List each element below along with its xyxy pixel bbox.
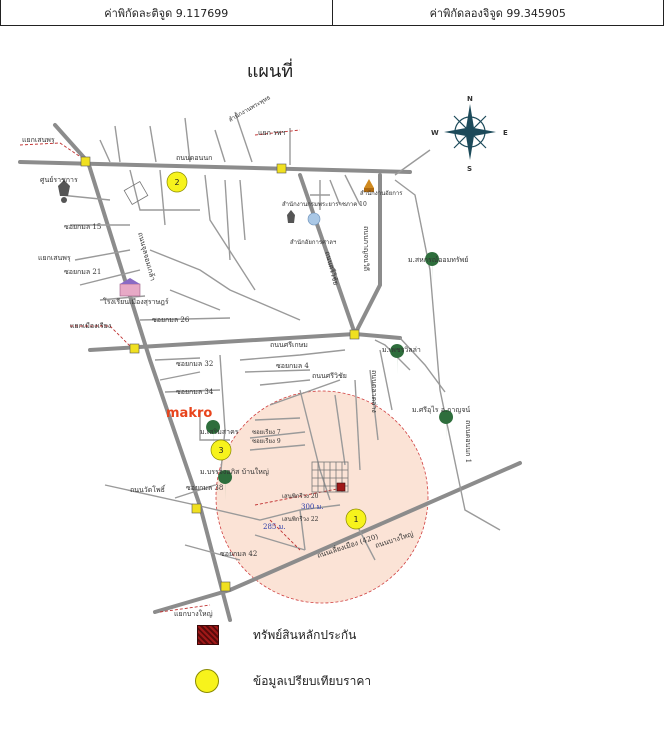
pin-icon bbox=[425, 252, 440, 283]
svg-text:ถนนดอนนก 1: ถนนดอนนก 1 bbox=[464, 420, 472, 463]
collateral-swatch bbox=[197, 625, 219, 645]
svg-text:ม.บรรจงอภิส บ้านใหญ่: ม.บรรจงอภิส บ้านใหญ่ bbox=[200, 467, 269, 476]
pin-icon bbox=[439, 410, 454, 441]
main-roads bbox=[18, 123, 522, 622]
svg-text:ซอยกมล 21: ซอยกมล 21 bbox=[64, 268, 101, 276]
junction-markers bbox=[80, 156, 360, 592]
coordinates-bar: ค่าพิกัดละติจูด 9.117699 ค่าพิกัดลองจิจู… bbox=[0, 0, 664, 26]
pin-icon bbox=[218, 470, 233, 501]
svg-text:ถนนดอนนก: ถนนดอนนก bbox=[176, 154, 212, 162]
legend-collateral: ทรัพย์สินหลักประกัน bbox=[197, 625, 356, 645]
svg-text:ถนนตลาดล่าง: ถนนตลาดล่าง bbox=[370, 370, 378, 413]
svg-text:แยกเมืองเรียง: แยกเมืองเรียง bbox=[70, 322, 111, 330]
latitude-cell: ค่าพิกัดละติจูด 9.117699 bbox=[0, 0, 333, 25]
svg-text:ม.เพชรวิลล่า: ม.เพชรวิลล่า bbox=[382, 346, 421, 354]
svg-text:ถนนจุลจอมเกล้า: ถนนจุลจอมเกล้า bbox=[136, 231, 157, 281]
svg-text:สำนักงานพระพุทธ: สำนักงานพระพุทธ bbox=[228, 94, 273, 124]
svg-text:E: E bbox=[503, 129, 508, 137]
svg-text:ซอยกมล 32: ซอยกมล 32 bbox=[176, 360, 213, 368]
svg-text:แยกเสนพรุ: แยกเสนพรุ bbox=[22, 136, 55, 144]
office-icon bbox=[307, 212, 321, 226]
comparable-marker-1 bbox=[345, 508, 367, 530]
comparable-swatch bbox=[195, 669, 219, 693]
svg-text:ถนนศรีวิชัย: ถนนศรีวิชัย bbox=[323, 250, 340, 286]
distance-lines bbox=[19, 129, 343, 613]
svg-text:ซอยกมล 26: ซอยกมล 26 bbox=[152, 316, 190, 324]
radius-circle bbox=[215, 390, 429, 604]
map-title: แผนที่ bbox=[246, 61, 294, 82]
distance-label-300: 300 ม. bbox=[301, 503, 323, 511]
svg-text:สำนักงานกรมพระยาราชภาค 10: สำนักงานกรมพระยาราชภาค 10 bbox=[282, 201, 367, 208]
svg-text:ซอยกมล 42: ซอยกมล 42 bbox=[220, 550, 257, 558]
temple-icon bbox=[364, 179, 374, 192]
svg-text:2: 2 bbox=[174, 178, 179, 187]
distance-label-285: 285 ม. bbox=[263, 523, 285, 531]
svg-text:ม.เสริมสาคร: ม.เสริมสาคร bbox=[200, 428, 239, 436]
svg-text:สำนักอัยการศาลฯ: สำนักอัยการศาลฯ bbox=[290, 239, 336, 246]
svg-text:ซอยเรียง 7: ซอยเรียง 7 bbox=[252, 428, 281, 436]
svg-text:ซอยกมล 38: ซอยกมล 38 bbox=[186, 484, 223, 492]
pin-icon bbox=[206, 420, 221, 451]
svg-text:1: 1 bbox=[353, 515, 358, 524]
svg-text:เสนพิกรีวง 22: เสนพิกรีวง 22 bbox=[282, 515, 319, 523]
svg-text:ศูนย์ราชการ: ศูนย์ราชการ bbox=[40, 176, 78, 184]
makro-label: makro bbox=[166, 406, 212, 421]
legend-comparable: ข้อมูลเปรียบเทียบราคา bbox=[195, 669, 371, 693]
svg-text:แยก รพฯ: แยก รพฯ bbox=[258, 129, 285, 137]
map-pins bbox=[206, 252, 454, 501]
svg-text:ม.สหกรณ์ออมทรัพย์: ม.สหกรณ์ออมทรัพย์ bbox=[408, 256, 468, 264]
svg-text:ถนนวัดโพธิ์: ถนนวัดโพธิ์ bbox=[130, 484, 166, 494]
svg-text:เสนพิกรีวง 20: เสนพิกรีวง 20 bbox=[282, 492, 319, 500]
svg-text:ม.ศรีอุไร อ.กาญจน์: ม.ศรีอุไร อ.กาญจน์ bbox=[412, 405, 470, 414]
svg-text:ถนนศรีวิชัย: ถนนศรีวิชัย bbox=[312, 372, 347, 380]
svg-text:W: W bbox=[431, 129, 439, 137]
svg-text:ซอยกมล 34: ซอยกมล 34 bbox=[176, 388, 214, 396]
svg-text:N: N bbox=[467, 95, 473, 103]
svg-text:ถนนกาญจนวิถี: ถนนกาญจนวิถี bbox=[362, 226, 370, 271]
svg-text:ซอยเรียง 9: ซอยเรียง 9 bbox=[252, 437, 281, 445]
pin-icon bbox=[390, 344, 405, 375]
svg-text:สำนักงานอัยการ: สำนักงานอัยการ bbox=[360, 190, 403, 197]
svg-text:ซอยกมล 4: ซอยกมล 4 bbox=[276, 362, 309, 370]
legend-collateral-label: ทรัพย์สินหลักประกัน bbox=[253, 627, 357, 642]
legend-comparable-label: ข้อมูลเปรียบเทียบราคา bbox=[253, 673, 372, 688]
school-icon bbox=[119, 278, 141, 297]
svg-text:แยกเสนพรุ: แยกเสนพรุ bbox=[38, 254, 71, 262]
government-seal-icon bbox=[58, 180, 295, 223]
comparable-marker-3 bbox=[210, 439, 232, 461]
compass-icon: N S W E bbox=[431, 95, 508, 173]
secondary-roads bbox=[59, 111, 501, 561]
svg-text:แยกบางใหญ่: แยกบางใหญ่ bbox=[174, 609, 213, 618]
svg-text:ถนนศรีเกษม: ถนนศรีเกษม bbox=[270, 341, 308, 349]
svg-text:S: S bbox=[467, 165, 472, 173]
collateral-marker bbox=[336, 482, 346, 492]
comparable-marker-2 bbox=[166, 171, 188, 193]
svg-text:ซอยกมล 15: ซอยกมล 15 bbox=[64, 223, 101, 231]
svg-text:3: 3 bbox=[218, 446, 223, 455]
comparable-markers: 1 2 3 bbox=[166, 171, 367, 530]
svg-text:โรงเรียนเมืองสุราษฎร์: โรงเรียนเมืองสุราษฎร์ bbox=[103, 297, 169, 306]
